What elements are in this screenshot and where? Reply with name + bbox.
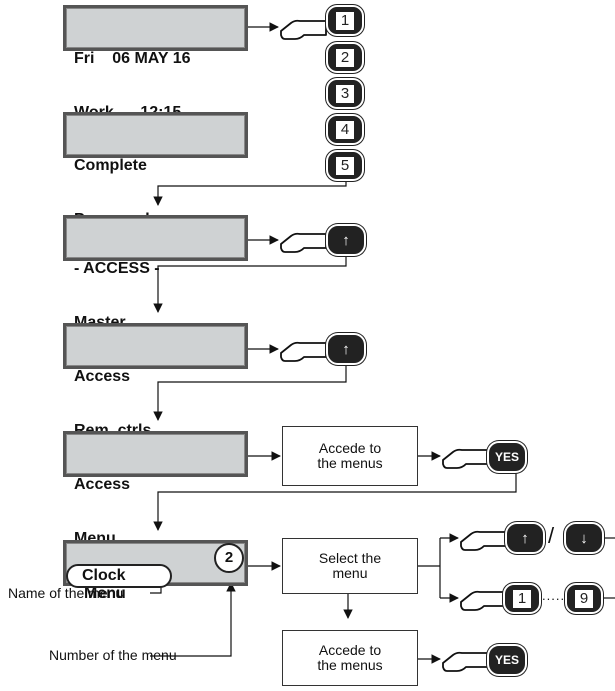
lcd-line-1: - ACCESS - (74, 260, 160, 277)
slash-separator: / (548, 523, 555, 548)
lcd-password-screen: Complete Password (63, 112, 248, 228)
menu-number-circle: 2 (214, 543, 244, 573)
key-4[interactable]: 4 (328, 116, 362, 143)
hand-icon (280, 341, 327, 362)
yes-key[interactable]: YES (489, 443, 525, 471)
lcd-line-1: Access (74, 476, 131, 493)
number-of-menu-label: Number of the menu (49, 647, 177, 663)
lcd-line-date: Fri 06 MAY 16 (74, 50, 191, 67)
hand-icon (460, 590, 507, 611)
lcd-line-1: Complete (74, 157, 147, 174)
key-9[interactable]: 9 (567, 585, 601, 612)
key-5[interactable]: 5 (328, 152, 362, 179)
key-2[interactable]: 2 (328, 44, 362, 71)
key-1[interactable]: 1 (505, 585, 539, 612)
menu-name-pill: Clock (66, 564, 172, 588)
key-1[interactable]: 1 (328, 7, 362, 34)
up-arrow-icon: ↑ (342, 231, 350, 249)
accede-menus-box: Accede to the menus (282, 426, 418, 486)
lcd-access-remote-screen: Access Rem. ctrls (63, 323, 248, 439)
up-arrow-key[interactable]: ↑ (328, 335, 364, 363)
range-ellipsis: ..... (542, 588, 566, 603)
hand-icon (442, 651, 489, 672)
down-arrow-icon: ↓ (580, 529, 588, 547)
down-arrow-key[interactable]: ↓ (566, 524, 602, 552)
hand-icon (442, 448, 489, 469)
up-arrow-icon: ↑ (521, 529, 529, 547)
lcd-access-master-screen: - ACCESS - Master (63, 215, 248, 331)
yes-key[interactable]: YES (489, 646, 525, 674)
up-arrow-key[interactable]: ↑ (507, 524, 543, 552)
hand-icon (280, 19, 327, 40)
lcd-line-menu: Menu (84, 585, 126, 602)
key-3[interactable]: 3 (328, 80, 362, 107)
lcd-line-1: Access (74, 368, 131, 385)
accede-menus-box: Accede to the menus (282, 630, 418, 686)
name-of-menu-label: Name of the menu (8, 585, 124, 601)
up-arrow-icon: ↑ (342, 340, 350, 358)
up-arrow-key[interactable]: ↑ (328, 226, 364, 254)
lcd-home-screen: Fri 06 MAY 16 Work. 12:15 (63, 5, 248, 121)
select-menu-box: Select the menu (282, 538, 418, 594)
hand-icon (460, 530, 507, 551)
lcd-access-menu-screen: Access Menu (63, 431, 248, 547)
hand-icon (280, 232, 327, 253)
